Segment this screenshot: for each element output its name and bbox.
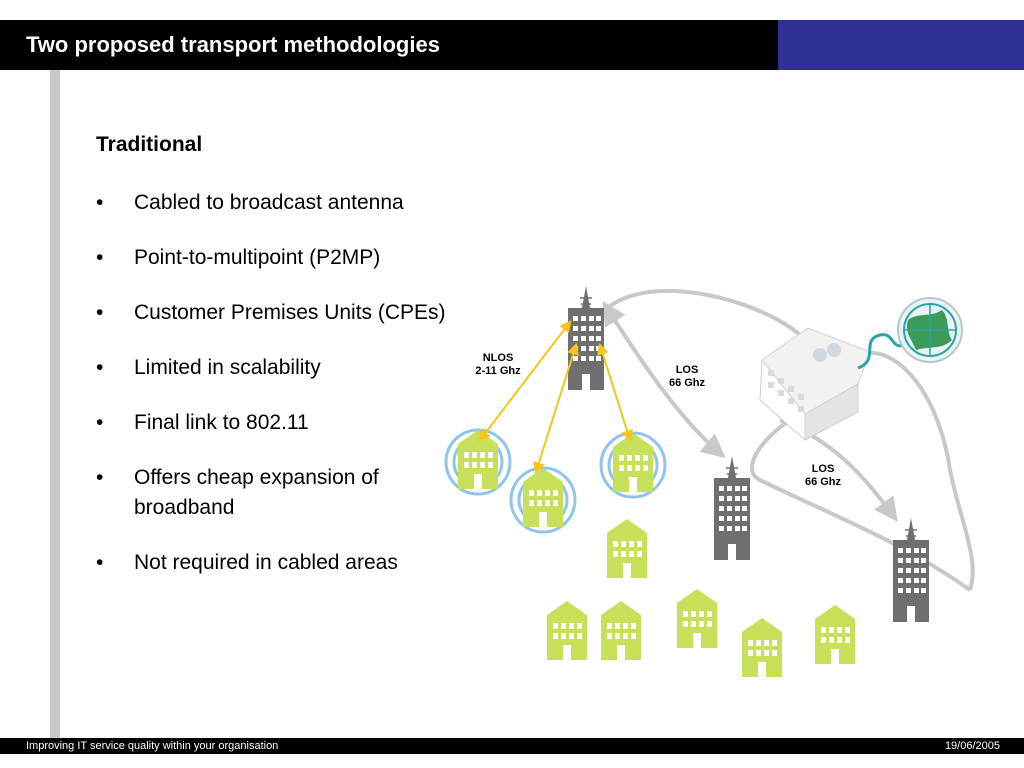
bullet-item: • Final link to 802.11 [96,408,476,438]
footer-caption: Improving IT service quality within your… [26,740,279,752]
los-label: LOS [676,364,699,376]
bullet-text: Not required in cabled areas [134,551,398,574]
customer-building [601,601,641,660]
network-diagram: NLOS 2-11 Ghz LOS 66 Ghz LOS 66 Ghz [444,285,975,677]
section-heading: Traditional [96,133,203,156]
title-accent-block [778,20,1024,70]
bullet-item: • Limited in scalability [96,353,476,383]
bullet-marker: • [96,356,104,379]
bullet-marker: • [96,466,104,489]
bullet-text: Offers cheap expansion of broadband [134,466,379,519]
bullet-item: • Customer Premises Units (CPEs) [96,298,476,328]
los-frequency-label: 66 Ghz [669,377,706,389]
bullet-text: Final link to 802.11 [134,411,309,434]
nlos-links [478,320,633,475]
cpe-building [523,468,563,527]
bullet-marker: • [96,301,104,324]
customer-building [607,519,647,578]
los-label: LOS [812,463,835,475]
relay-tower [713,455,751,561]
data-center-building [759,327,871,442]
relay-tower [892,517,930,623]
customer-building [547,601,587,660]
nlos-label: NLOS [483,352,514,364]
nlos-frequency-label: 2-11 Ghz [475,365,521,377]
bullet-text: Limited in scalability [134,356,321,379]
bullet-text: Point-to-multipoint (P2MP) [134,246,381,269]
bullet-text: Customer Premises Units (CPEs) [134,301,446,324]
bullet-marker: • [96,191,104,214]
footer-date: 19/06/2005 [944,740,1000,752]
broadcast-tower [567,285,605,391]
top-strip [0,0,1024,20]
title-bar: Two proposed transport methodologies [0,20,778,70]
slide-title: Two proposed transport methodologies [26,32,440,57]
bullet-marker: • [96,246,104,269]
bottom-strip [0,754,1024,768]
los-frequency-label: 66 Ghz [805,476,842,488]
left-side-rule [50,70,60,738]
cpe-building [613,433,653,492]
bullet-marker: • [96,551,104,574]
bullet-item: • Not required in cabled areas [96,548,476,578]
bullet-item: • Cabled to broadcast antenna [96,188,476,218]
globe-icon [897,297,963,363]
uplink-cable [857,333,906,370]
footer-bar: Improving IT service quality within your… [0,738,1024,754]
bullet-list: • Cabled to broadcast antenna • Point-to-m… [96,188,476,603]
bullet-text: Cabled to broadcast antenna [134,191,404,214]
bullet-item: • Offers cheap expansion of broadband [96,463,434,523]
cpe-building [458,430,498,489]
customer-building [742,618,782,677]
customer-building [677,589,717,648]
bullet-item: • Point-to-multipoint (P2MP) [96,243,476,273]
bullet-marker: • [96,411,104,434]
customer-building [815,605,855,664]
